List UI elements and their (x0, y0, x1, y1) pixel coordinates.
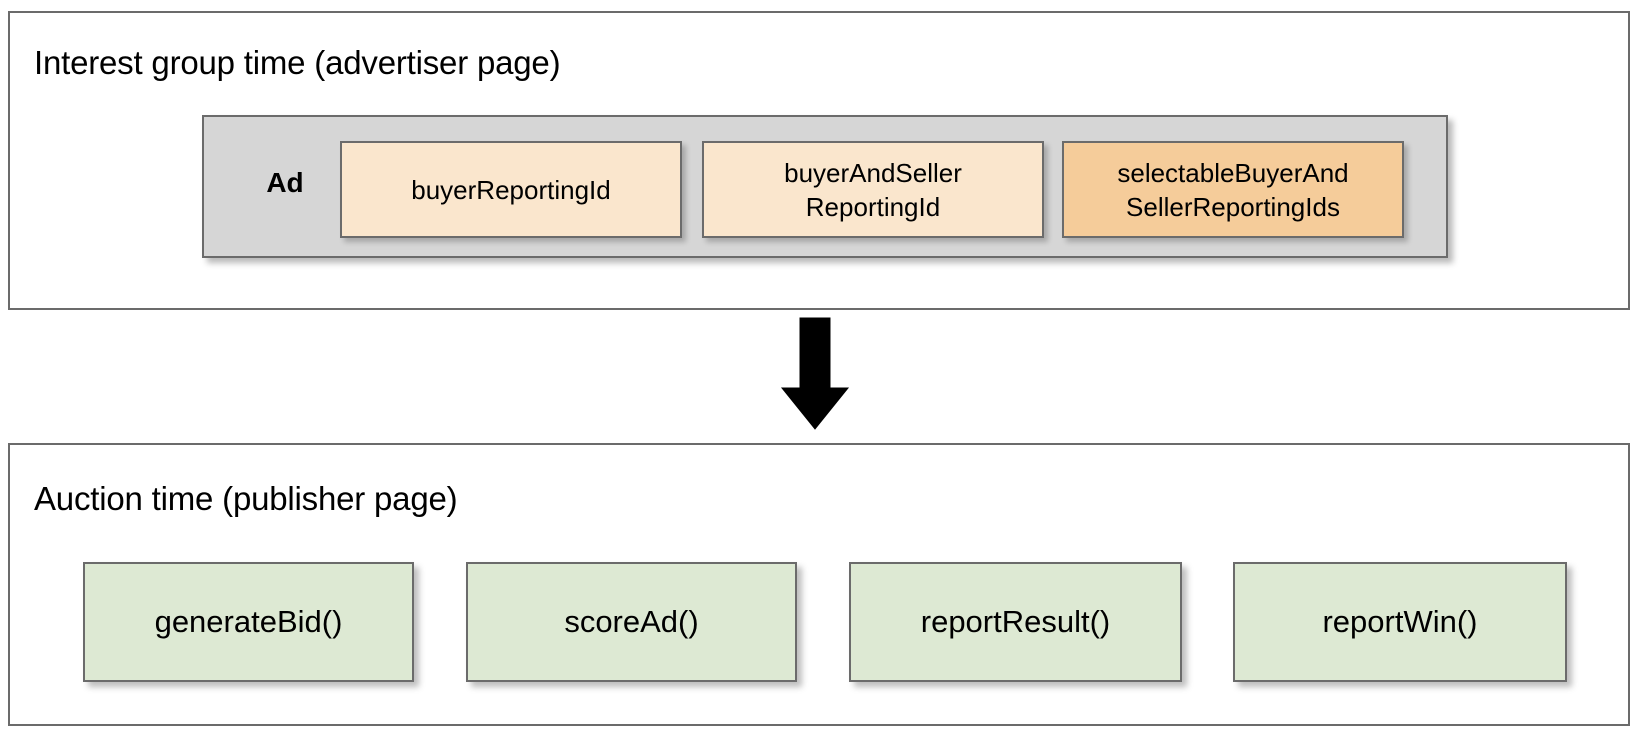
reporting-id-label: buyerAndSeller ReportingId (784, 156, 962, 224)
function-box-report-win[interactable]: reportWin() (1233, 562, 1567, 682)
reporting-id-label: selectableBuyerAnd SellerReportingIds (1117, 156, 1348, 224)
function-box-generate-bid[interactable]: generateBid() (83, 562, 414, 682)
reporting-id-box-buyer-and-seller-reporting-id[interactable]: buyerAndSeller ReportingId (702, 141, 1044, 238)
section-advertiser-page: Interest group time (advertiser page) Ad… (8, 11, 1630, 310)
function-label: generateBid() (154, 604, 343, 639)
reporting-id-label: buyerReportingId (411, 174, 611, 205)
reporting-id-label-line1: buyerAndSeller (784, 157, 962, 188)
reporting-id-box-selectable-buyer-and-seller-reporting-ids[interactable]: selectableBuyerAnd SellerReportingIds (1062, 141, 1404, 238)
function-label: reportResult() (920, 604, 1111, 639)
reporting-id-label-line1: selectableBuyerAnd (1117, 157, 1349, 188)
ad-group-container: Ad buyerReportingId buyerAndSeller Repor… (202, 115, 1448, 258)
flow-arrow-down-icon (780, 316, 850, 431)
page-title-auction: Auction time (publisher page) (34, 480, 458, 517)
function-label: scoreAd() (564, 604, 699, 639)
function-box-score-ad[interactable]: scoreAd() (466, 562, 797, 682)
reporting-id-label-line2: ReportingId (805, 191, 941, 222)
reporting-id-label-line2: SellerReportingIds (1126, 191, 1340, 222)
function-box-report-result[interactable]: reportResult() (849, 562, 1182, 682)
page-title-advertiser: Interest group time (advertiser page) (34, 44, 561, 81)
ad-label: Ad (266, 167, 304, 198)
function-label: reportWin() (1322, 604, 1478, 639)
reporting-id-box-buyer-reporting-id[interactable]: buyerReportingId (340, 141, 682, 238)
section-publisher-page: Auction time (publisher page) generateBi… (8, 443, 1630, 726)
